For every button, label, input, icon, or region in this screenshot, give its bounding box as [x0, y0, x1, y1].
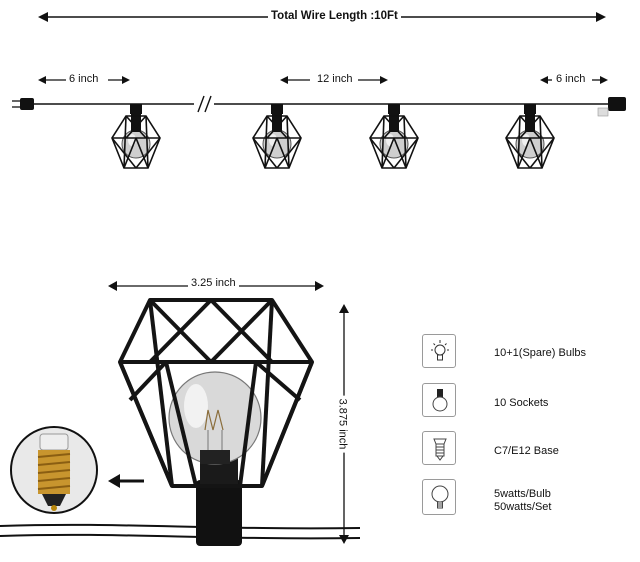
pointer-arrow-icon [108, 474, 144, 488]
total-wire-length-label: Total Wire Length :10Ft [268, 10, 401, 22]
spec-bulbs-text: 10+1(Spare) Bulbs [494, 347, 587, 359]
e12-base-closeup [10, 426, 98, 514]
bulb-glow-icon [431, 340, 449, 361]
spec-watts-per-set: 50watts/Set [494, 501, 552, 513]
spec-icon-box-sockets [422, 383, 456, 417]
spec-sockets-text: 10 Sockets [494, 397, 549, 409]
socket-spacing-label: 12 inch [314, 73, 356, 85]
left-end-spacing-label: 6 inch [66, 73, 102, 85]
spec-icon-box-watts [422, 479, 456, 515]
socket-icon [432, 389, 448, 412]
base-icon [433, 438, 447, 461]
spec-base-text: C7/E12 Base [494, 445, 559, 457]
lamp-width-label: 3.25 inch [188, 277, 239, 289]
spec-watts-text: 5watts/Bulb 50watts/Set [494, 488, 551, 514]
lamp-cage-illustration [0, 298, 360, 546]
spacing-dimension-arrows [38, 76, 608, 84]
right-end-spacing-label: 6 inch [553, 73, 589, 85]
round-bulb-icon [431, 485, 449, 509]
male-plug [12, 98, 34, 110]
spec-icon-box-bulbs [422, 334, 456, 368]
spec-icon-box-base [422, 431, 456, 465]
string-light-strip [12, 95, 626, 169]
spec-watts-per-bulb: 5watts/Bulb [494, 488, 551, 500]
